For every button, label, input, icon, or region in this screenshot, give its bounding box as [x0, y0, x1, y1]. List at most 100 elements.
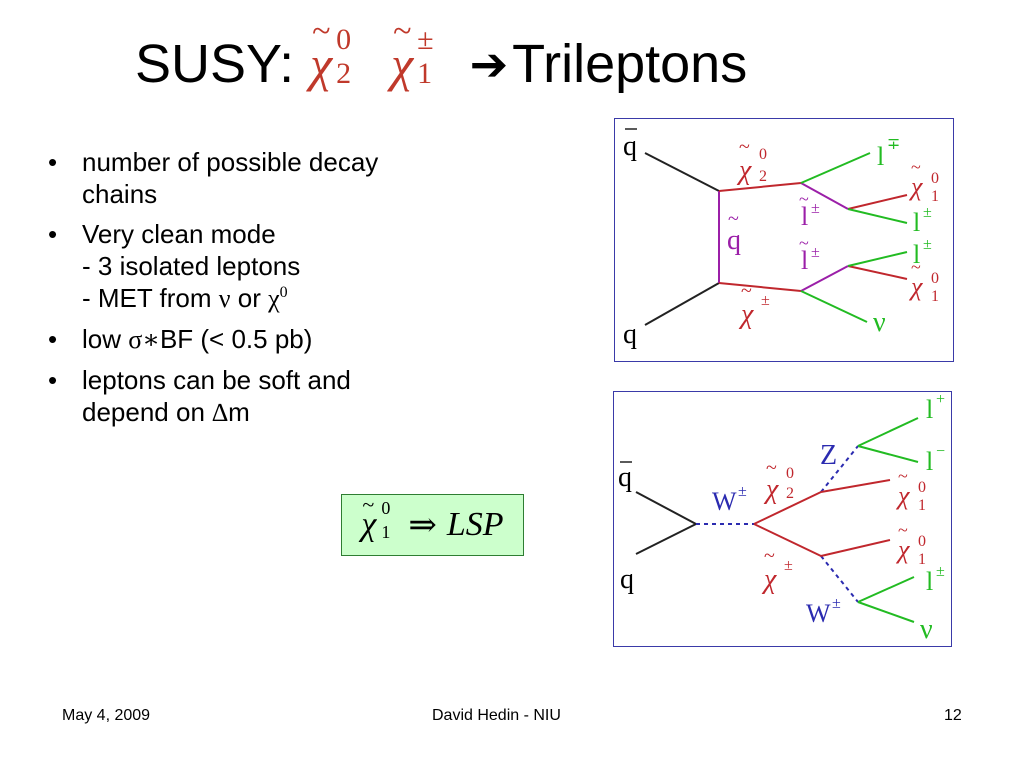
svg-text:~: ~ — [766, 457, 777, 479]
svg-text:2: 2 — [759, 168, 767, 185]
bullet-soft-leptons: leptons can be soft and depend on ∆m — [48, 364, 518, 429]
svg-text:l: l — [926, 567, 933, 596]
diagram2-label-Z: Z — [820, 440, 837, 471]
svg-text:l: l — [913, 240, 920, 269]
svg-text:W: W — [806, 599, 831, 628]
diagram1-label-lepton-pm1: l ± — [913, 204, 932, 237]
svg-text:±: ± — [811, 244, 820, 261]
svg-text:0: 0 — [931, 170, 939, 187]
footer-date: May 4, 2009 — [62, 707, 151, 724]
diagram1-gaugino-lines — [718, 182, 908, 292]
footer-author: David Hedin - NIU — [432, 707, 561, 724]
bullet-decay-chains: number of possible decay chains — [48, 146, 518, 210]
diagram1-label-nu: ν — [873, 307, 886, 338]
svg-text:χ: χ — [908, 272, 923, 301]
svg-text:±: ± — [761, 292, 770, 309]
svg-text:−: − — [936, 443, 945, 460]
diagram2-gaugino-lines — [753, 479, 891, 557]
svg-text:±: ± — [923, 236, 932, 253]
svg-text:±: ± — [784, 557, 793, 574]
svg-text:W: W — [712, 487, 737, 516]
svg-text:χ: χ — [736, 155, 752, 186]
diagram2-quark-lines — [635, 491, 697, 555]
diagram1-label-chipm: χ ~ ± — [738, 280, 770, 330]
diagram2-boson-lines — [696, 445, 859, 603]
footer-page-number: 12 — [944, 707, 962, 724]
svg-text:+: + — [936, 392, 945, 408]
diagram1-slepton-lines — [800, 182, 849, 292]
bullet-list: number of possible decay chains Very cle… — [48, 146, 518, 437]
feynman-diagram-squark-exchange: q q χ ~ 0 2 χ ~ ± q ~ l ~ ± l ~ ± l — [614, 118, 954, 362]
diagram2-label-chi20: χ ~ 0 2 — [763, 457, 794, 505]
diagram1-quark-lines — [644, 152, 720, 326]
diagram2-label-lepton-pm: l ± — [926, 563, 945, 596]
title-chargino-neutralino-pair: ~ χ 0 2 ~ χ ± 1 — [310, 13, 456, 93]
diagram1-label-squark: q ~ — [727, 208, 741, 256]
diagram1-label-qbar: q — [623, 131, 637, 162]
svg-text:0: 0 — [759, 146, 767, 163]
svg-text:l: l — [801, 202, 808, 231]
diagram1-label-slepton-lower: l ~ ± — [799, 233, 820, 275]
title-chi20: ~ χ 0 2 — [310, 13, 352, 92]
svg-text:∓: ∓ — [887, 136, 900, 153]
diagram2-label-chipm: χ ~ ± — [761, 545, 793, 595]
title-suffix: Trileptons — [512, 34, 748, 94]
svg-text:~: ~ — [799, 233, 809, 253]
feynman-diagram-w-exchange: q q W ± χ ~ 0 2 χ ~ ± Z W ± l + l − — [613, 391, 952, 647]
svg-text:~: ~ — [728, 208, 739, 230]
diagram1-label-lepton-mp: l ∓ — [877, 136, 900, 171]
lsp-chi10: ~ χ 0 1 — [361, 492, 391, 543]
diagram1-label-chi10-upper: χ ~ 0 1 — [908, 157, 939, 205]
svg-text:0: 0 — [786, 465, 794, 482]
svg-text:~: ~ — [741, 280, 752, 302]
svg-text:0: 0 — [931, 270, 939, 287]
svg-text:~: ~ — [911, 257, 921, 277]
svg-text:l: l — [877, 142, 884, 171]
svg-text:q: q — [727, 225, 741, 256]
svg-text:χ: χ — [763, 474, 779, 505]
diagram2-label-W-lower: W ± — [806, 595, 841, 628]
svg-text:2: 2 — [786, 485, 794, 502]
diagram2-label-q: q — [620, 564, 634, 595]
svg-text:±: ± — [923, 204, 932, 221]
svg-text:χ: χ — [738, 299, 754, 330]
lsp-box: ~ χ 0 1 ⇒ LSP — [341, 492, 524, 556]
svg-text:~: ~ — [764, 545, 775, 567]
diagram2-label-chi10-lower: χ ~ 0 1 — [895, 520, 926, 568]
implies-icon: ⇒ — [408, 507, 437, 544]
arrow-icon: ➔ — [469, 38, 509, 90]
title-chi1pm: ~ χ ± 1 — [391, 13, 434, 92]
diagram1-label-chi10-lower: χ ~ 0 1 — [908, 257, 939, 305]
diagram1-label-chi20: χ ~ 0 2 — [736, 136, 767, 186]
diagram2-label-nu: ν — [920, 614, 933, 645]
diagram1-label-slepton-upper: l ~ ± — [799, 189, 820, 231]
lsp-label: LSP — [446, 506, 504, 543]
svg-text:χ: χ — [761, 564, 777, 595]
diagram1-lepton-lines — [800, 152, 908, 323]
diagram2-label-chi10-upper: χ ~ 0 1 — [895, 466, 926, 514]
title-prefix: SUSY: — [135, 34, 295, 94]
svg-text:±: ± — [936, 563, 945, 580]
svg-text:~: ~ — [898, 520, 908, 540]
svg-text:l: l — [926, 447, 933, 476]
svg-text:χ: χ — [908, 172, 923, 201]
diagram1-label-q: q — [623, 319, 637, 350]
diagram1-label-lepton-pm2: l ± — [913, 236, 932, 269]
svg-text:~: ~ — [739, 136, 750, 158]
svg-text:~: ~ — [898, 466, 908, 486]
diagram2-label-W-upper: W ± — [712, 483, 747, 516]
diagram2-label-lepton-plus: l + — [926, 392, 945, 424]
svg-text:1: 1 — [918, 497, 926, 514]
svg-text:0: 0 — [918, 479, 926, 496]
svg-text:1: 1 — [931, 288, 939, 305]
svg-text:l: l — [926, 395, 933, 424]
svg-text:χ: χ — [895, 535, 910, 564]
bullet-clean-mode: Very clean mode - 3 isolated leptons - M… — [48, 218, 518, 315]
svg-text:1: 1 — [931, 188, 939, 205]
svg-text:~: ~ — [911, 157, 921, 177]
diagram2-label-qbar: q — [618, 462, 632, 493]
svg-text:0: 0 — [918, 533, 926, 550]
svg-text:l: l — [801, 246, 808, 275]
svg-text:~: ~ — [799, 189, 809, 209]
svg-text:±: ± — [738, 483, 747, 500]
